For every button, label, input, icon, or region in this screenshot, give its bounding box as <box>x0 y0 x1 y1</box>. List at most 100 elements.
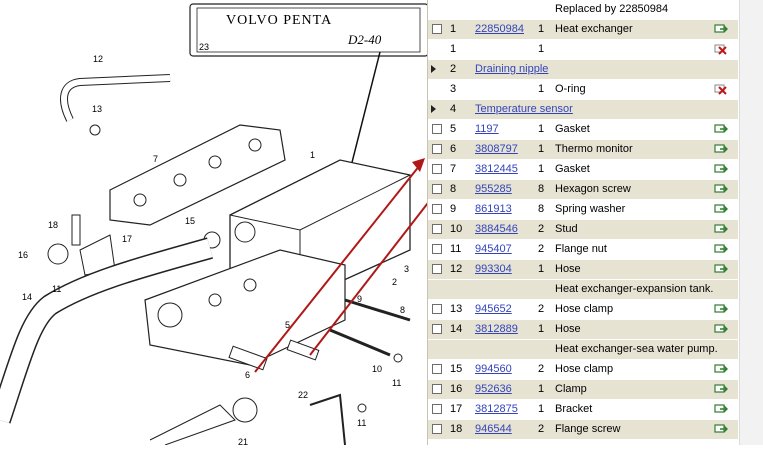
position-number: 3 <box>450 83 457 95</box>
part-description: Hose <box>555 263 581 275</box>
part-description: Flange screw <box>555 423 621 435</box>
part-number-link[interactable]: 945652 <box>475 303 512 315</box>
cart-icon[interactable] <box>714 303 728 315</box>
row-checkbox[interactable] <box>432 324 442 334</box>
row-checkbox[interactable] <box>432 184 442 194</box>
callout-11a: 11 <box>52 284 61 294</box>
cart-icon[interactable] <box>714 203 728 215</box>
cart-icon[interactable] <box>714 123 728 135</box>
quantity: 8 <box>538 203 545 215</box>
row-checkbox[interactable] <box>432 124 442 134</box>
part-number-link[interactable]: 3812875 <box>475 403 518 415</box>
cart-icon[interactable] <box>714 383 728 395</box>
expand-arrow-icon[interactable] <box>431 105 436 113</box>
callout-7: 7 <box>153 154 158 164</box>
part-number-link[interactable]: 952636 <box>475 383 512 395</box>
part-number-link[interactable]: 3812445 <box>475 163 518 175</box>
part-number-link[interactable]: 22850984 <box>475 23 524 35</box>
badge-brand-text: VOLVO PENTA <box>226 13 332 28</box>
callout-9: 9 <box>357 294 362 304</box>
position-number: 15 <box>450 363 463 375</box>
cart-icon[interactable] <box>714 183 728 195</box>
row-checkbox[interactable] <box>432 364 442 374</box>
callout-11c: 11 <box>357 418 366 428</box>
part-number-link[interactable]: 946544 <box>475 423 512 435</box>
row-checkbox[interactable] <box>432 244 442 254</box>
row-checkbox[interactable] <box>432 224 442 234</box>
quantity: 1 <box>538 263 545 275</box>
part-number-link[interactable]: 955285 <box>475 183 512 195</box>
part-description: Bracket <box>555 403 593 415</box>
quantity: 1 <box>538 323 545 335</box>
callout-8: 8 <box>400 305 405 315</box>
part-number-link[interactable]: 861913 <box>475 203 512 215</box>
position-number: 16 <box>450 383 463 395</box>
part-description: Gasket <box>555 123 590 135</box>
cart-icon[interactable] <box>714 363 728 375</box>
exploded-view-drawing: VOLVO PENTA D2-40 23 12 13 7 1 18 17 16 … <box>0 3 506 447</box>
callout-18: 18 <box>48 220 58 230</box>
row-checkbox[interactable] <box>432 384 442 394</box>
callout-14: 14 <box>22 292 32 302</box>
part-number-link[interactable]: 993304 <box>475 263 512 275</box>
part-number-link[interactable]: 3808797 <box>475 143 518 155</box>
row-checkbox[interactable] <box>432 264 442 274</box>
part-description: Heat exchanger <box>555 23 633 35</box>
cart-icon[interactable] <box>714 403 728 415</box>
cart-icon[interactable] <box>714 23 728 35</box>
cart-icon[interactable] <box>714 263 728 275</box>
cart-icon[interactable] <box>714 163 728 175</box>
row-checkbox[interactable] <box>432 404 442 414</box>
callout-10: 10 <box>372 364 382 374</box>
part-number-link[interactable]: 1197 <box>475 123 499 135</box>
expand-arrow-icon[interactable] <box>431 65 436 73</box>
part-description: Spring washer <box>555 203 626 215</box>
part-number-link[interactable]: 994560 <box>475 363 512 375</box>
quantity: 2 <box>538 423 545 435</box>
callout-11b: 11 <box>392 378 401 388</box>
parts-diagram: VOLVO PENTA D2-40 23 12 13 7 1 18 17 16 … <box>0 3 506 447</box>
position-number: 4 <box>450 103 457 115</box>
part-description: O-ring <box>555 83 586 95</box>
callout-15: 15 <box>185 216 195 226</box>
cart-icon[interactable] <box>714 223 728 235</box>
note-text: Heat exchanger-expansion tank. <box>555 283 714 295</box>
position-number: 5 <box>450 123 457 135</box>
quantity: 2 <box>538 363 545 375</box>
cart-icon[interactable] <box>714 243 728 255</box>
row-checkbox[interactable] <box>432 304 442 314</box>
row-checkbox[interactable] <box>432 24 442 34</box>
position-number: 13 <box>450 303 463 315</box>
cart-icon[interactable] <box>714 143 728 155</box>
callout-13: 13 <box>92 104 102 114</box>
group-link[interactable]: Draining nipple <box>475 63 549 75</box>
quantity: 2 <box>538 223 545 235</box>
part-number-link[interactable]: 3812889 <box>475 323 518 335</box>
cart-icon[interactable] <box>714 323 728 335</box>
part-description: Thermo monitor <box>555 143 633 155</box>
list-scrollbar[interactable] <box>739 0 763 445</box>
part-number-link[interactable]: 3884546 <box>475 223 518 235</box>
row-checkbox[interactable] <box>432 424 442 434</box>
position-number: 11 <box>450 243 462 255</box>
list-group-row[interactable]: 4 Temperature sensor <box>428 100 738 120</box>
row-checkbox[interactable] <box>432 204 442 214</box>
group-link[interactable]: Temperature sensor <box>475 103 573 115</box>
cart-icon[interactable] <box>714 423 728 435</box>
row-checkbox[interactable] <box>432 144 442 154</box>
row-checkbox[interactable] <box>432 164 442 174</box>
note-text: Heat exchanger-sea water pump. <box>555 343 718 355</box>
part-number-link[interactable]: 945407 <box>475 243 512 255</box>
quantity: 1 <box>538 43 545 55</box>
